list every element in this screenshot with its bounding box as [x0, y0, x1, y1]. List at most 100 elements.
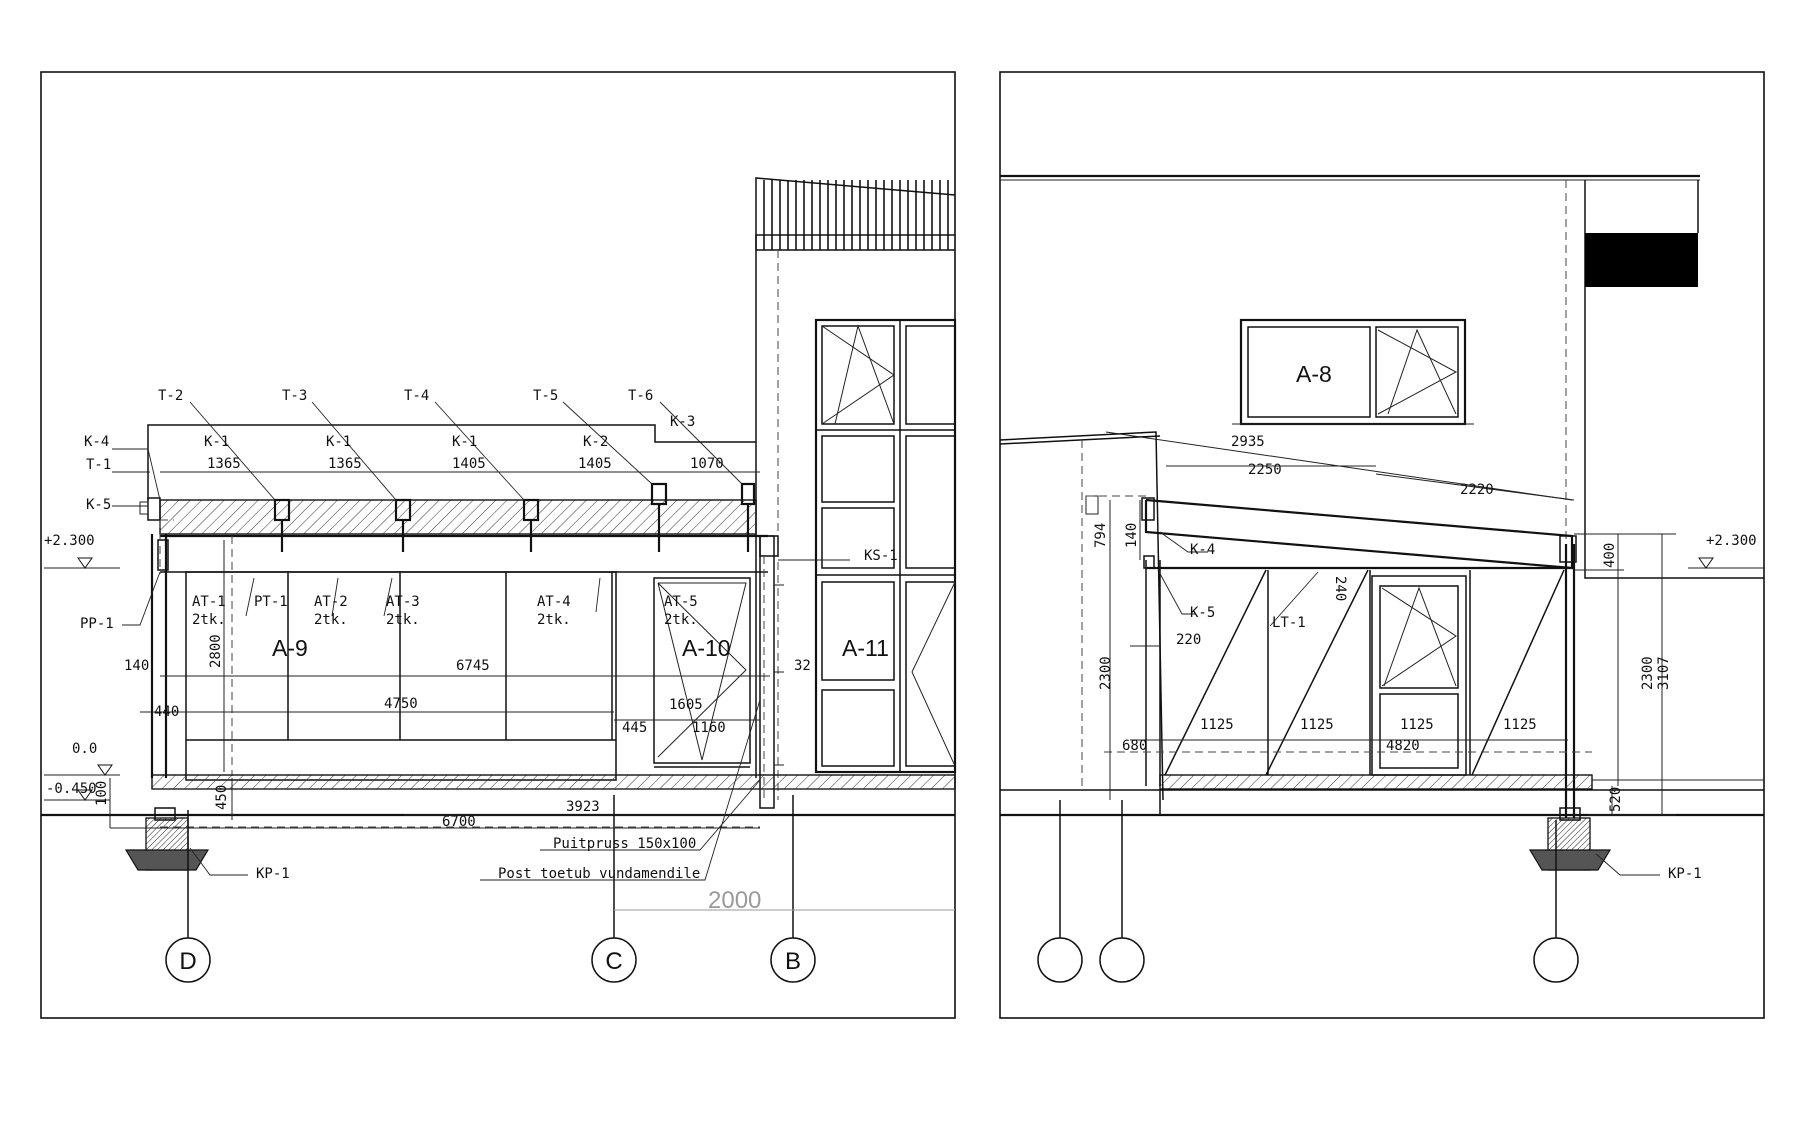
roof-deck-hatch — [159, 499, 757, 535]
tag-t6: T-6 — [628, 388, 653, 404]
dim-400: 400 — [1602, 543, 1618, 568]
pergola-roof — [1085, 495, 1577, 818]
dim-2220: 2220 — [1460, 482, 1494, 498]
dim-680: 680 — [1122, 738, 1147, 754]
screen-panels — [1164, 569, 1565, 776]
main-building-right — [999, 174, 1764, 801]
tag-t3: T-3 — [282, 388, 307, 404]
leaders-left — [112, 401, 850, 881]
glass-tag-at1: AT-1 — [192, 594, 226, 610]
dim-440: 440 — [154, 704, 179, 720]
dim-spacing-1: 1365 — [207, 456, 241, 472]
labels-right: A-8 2935 2250 2220 794 140 240 220 2300 … — [1093, 361, 1757, 882]
dim-3107: 3107 — [1656, 656, 1672, 690]
opening-a10: A-10 — [682, 635, 731, 661]
dim-4820: 4820 — [1386, 738, 1420, 754]
glass-tag-at4: AT-4 — [537, 594, 571, 610]
axis-bubble-2 — [1099, 937, 1145, 983]
dim-spacing-5: 1070 — [690, 456, 724, 472]
window-a8: A-8 — [1296, 361, 1332, 387]
axis-label-c: C — [605, 948, 622, 975]
dim-2800: 2800 — [208, 634, 224, 668]
dim-2250: 2250 — [1248, 462, 1282, 478]
dim-1125-a: 1125 — [1200, 717, 1234, 733]
dim-32: 32 — [794, 658, 811, 674]
axis-bubble-b — [770, 937, 816, 983]
dim-2300-right: 2300 — [1640, 656, 1656, 690]
dim-100: 100 — [94, 781, 110, 806]
dim-2300-left: 2300 — [1098, 656, 1114, 690]
tag-lt1: LT-1 — [1272, 615, 1306, 631]
dim-240: 240 — [1332, 576, 1348, 601]
axis-bubble-1 — [1037, 937, 1083, 983]
level-top-right: +2.300 — [1706, 533, 1757, 549]
tag-t1: T-1 — [86, 457, 111, 473]
right-panel-frame — [999, 71, 1765, 1019]
left-elevation-view: D C B 2000 — [40, 71, 957, 1019]
level-ground-left: -0.450 — [46, 781, 97, 797]
axis-bubble-d — [165, 937, 211, 983]
axis-label-b: B — [785, 948, 801, 975]
glass-qty-at5: 2tk. — [664, 612, 698, 628]
level-markers-right — [1688, 557, 1764, 569]
glass-qty-at2: 2tk. — [314, 612, 348, 628]
dim-140-right: 140 — [1124, 523, 1140, 548]
axis-bubble-3 — [1533, 937, 1579, 983]
glass-tag-at5: AT-5 — [664, 594, 698, 610]
glass-tag-at3: AT-3 — [386, 594, 420, 610]
tag-t4: T-4 — [404, 388, 429, 404]
dim-6700: 6700 — [442, 814, 476, 830]
dim-1160: 1160 — [692, 720, 726, 736]
dim-4750: 4750 — [384, 696, 418, 712]
axis-bubble-c — [591, 937, 637, 983]
tag-k1-a: K-1 — [204, 434, 229, 450]
roof-ribbing — [758, 180, 954, 250]
tag-kp1-right: KP-1 — [1668, 866, 1702, 882]
tag-k4-right: K-4 — [1190, 542, 1215, 558]
grid-axes-left: D C B — [165, 795, 816, 983]
dim-450: 450 — [214, 785, 230, 810]
opening-a11: A-11 — [842, 635, 889, 661]
grid-axes-right — [1037, 800, 1579, 983]
dim-220: 220 — [1176, 632, 1201, 648]
tag-k3: K-3 — [670, 414, 695, 430]
dim-3923: 3923 — [566, 799, 600, 815]
level-markers-left — [44, 557, 120, 801]
dim-520: 520 — [1608, 787, 1624, 812]
dim-794: 794 — [1093, 523, 1109, 548]
glass-qty-at3: 2tk. — [386, 612, 420, 628]
dim-spacing-4: 1405 — [578, 456, 612, 472]
dim-445: 445 — [622, 720, 647, 736]
glass-tag-pt1: PT-1 — [254, 594, 288, 610]
leaders-right — [1157, 531, 1660, 876]
footing — [124, 849, 210, 871]
note-post-size: Puitpruss 150x100 — [553, 836, 696, 852]
dim-1125-b: 1125 — [1300, 717, 1334, 733]
tag-ks1: KS-1 — [864, 548, 898, 564]
floor-slab-left — [41, 774, 956, 871]
dim-140-left: 140 — [124, 658, 149, 674]
dim-spacing-3: 1405 — [452, 456, 486, 472]
opening-a9: A-9 — [272, 635, 308, 661]
dim-1125-c: 1125 — [1400, 717, 1434, 733]
ghost-dim-2000: 2000 — [708, 887, 761, 914]
ghost-dimension: 2000 — [614, 887, 955, 914]
right-elevation-view: A-8 2935 2250 2220 794 140 240 220 2300 … — [999, 71, 1765, 1019]
tag-t5: T-5 — [533, 388, 558, 404]
axis-label-d: D — [179, 948, 196, 975]
tag-t2: T-2 — [158, 388, 183, 404]
glass-qty-at1: 2tk. — [192, 612, 226, 628]
tag-k2: K-2 — [583, 434, 608, 450]
glass-tag-at2: AT-2 — [314, 594, 348, 610]
labels-left: T-2 T-3 T-4 T-5 T-6 K-1 K-1 K-1 K-2 K-3 … — [44, 388, 898, 882]
adjacent-building-left — [755, 177, 957, 800]
tag-k4-left: K-4 — [84, 434, 109, 450]
dimension-lines-right — [1105, 431, 1676, 816]
tag-k1-c: K-1 — [452, 434, 477, 450]
dim-spacing-2: 1365 — [328, 456, 362, 472]
glass-qty-at4: 2tk. — [537, 612, 571, 628]
floor-slab-right — [1000, 751, 1764, 871]
dim-1125-d: 1125 — [1503, 717, 1537, 733]
tag-pp1: PP-1 — [80, 616, 114, 632]
dimension-lines-left — [109, 471, 770, 829]
